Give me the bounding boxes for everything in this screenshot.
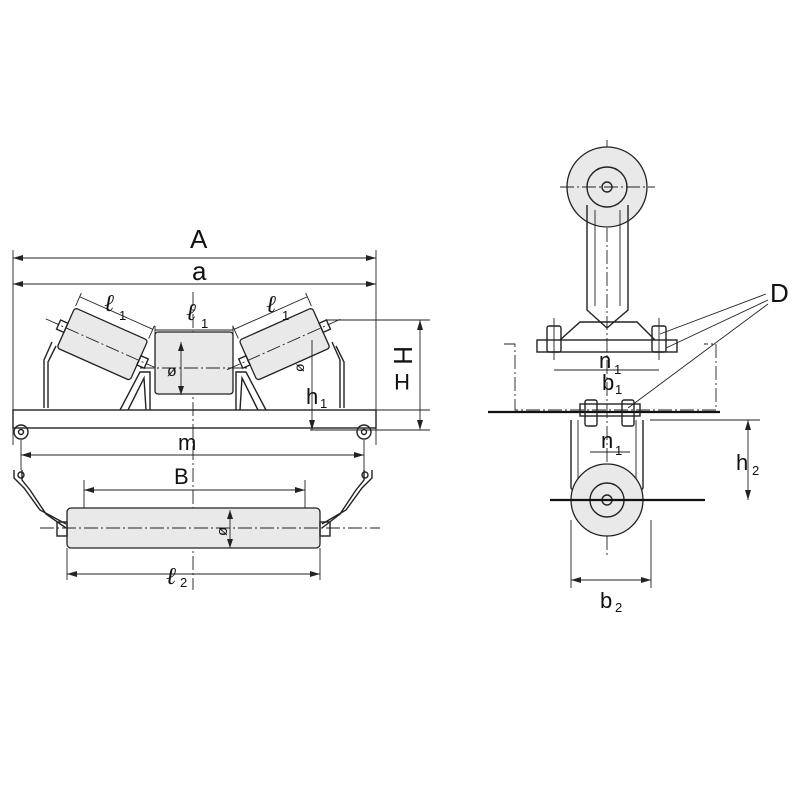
svg-text:1: 1 bbox=[201, 316, 208, 331]
svg-text:2: 2 bbox=[180, 575, 187, 590]
label-D: D bbox=[770, 278, 789, 308]
svg-text:1: 1 bbox=[615, 382, 622, 397]
svg-text:1: 1 bbox=[320, 396, 327, 411]
leader-D-3 bbox=[627, 303, 769, 409]
label-m: m bbox=[178, 430, 196, 455]
label-H: H bbox=[388, 346, 418, 365]
svg-text:2: 2 bbox=[615, 600, 622, 615]
diameter-symbol-middle: ø bbox=[167, 363, 177, 380]
label-h1: h bbox=[306, 384, 318, 409]
label-l1-right: ℓ bbox=[266, 290, 276, 318]
svg-text:1: 1 bbox=[119, 308, 126, 323]
label-a: a bbox=[192, 256, 207, 286]
roller-right bbox=[226, 292, 343, 381]
side-view: n 1 b 1 n 1 h 2 b 2 bbox=[488, 140, 789, 615]
svg-text:1: 1 bbox=[614, 362, 621, 377]
bracket-left bbox=[43, 341, 57, 408]
svg-text:1: 1 bbox=[282, 308, 289, 323]
roller-left bbox=[45, 292, 161, 381]
mounting-plate bbox=[536, 339, 678, 353]
front-view: A a ℓ 1 ø ℓ 1 bbox=[12, 224, 430, 590]
roller-middle: ø bbox=[140, 326, 250, 395]
label-B: B bbox=[174, 464, 189, 489]
side-stem bbox=[586, 205, 629, 329]
label-H-rotated: H bbox=[394, 369, 410, 394]
bracket-right bbox=[331, 341, 345, 408]
return-hanger-right bbox=[321, 470, 373, 525]
support-inner-right bbox=[235, 371, 267, 411]
svg-text:2: 2 bbox=[752, 463, 759, 478]
leader-D-2 bbox=[665, 299, 769, 349]
leader-D-1 bbox=[659, 293, 767, 335]
return-hanger-left bbox=[13, 470, 67, 525]
label-l1-left: ℓ bbox=[104, 289, 114, 317]
frame-outline-top bbox=[504, 343, 717, 411]
label-A: A bbox=[190, 224, 208, 254]
diameter-symbol-return: ø bbox=[214, 527, 231, 536]
diameter-symbol-right: ø bbox=[291, 363, 307, 372]
label-b1: b bbox=[602, 370, 614, 395]
svg-text:1: 1 bbox=[615, 443, 622, 458]
label-l2: ℓ bbox=[166, 562, 176, 590]
label-h2: h bbox=[736, 450, 748, 475]
label-l1-mid: ℓ bbox=[186, 298, 196, 326]
label-b2: b bbox=[600, 588, 612, 613]
support-inner-left bbox=[119, 371, 151, 411]
label-n1-low: n bbox=[601, 428, 613, 453]
lower-plate bbox=[579, 403, 641, 417]
label-n1-top: n bbox=[599, 348, 611, 373]
base-beam bbox=[12, 409, 377, 429]
